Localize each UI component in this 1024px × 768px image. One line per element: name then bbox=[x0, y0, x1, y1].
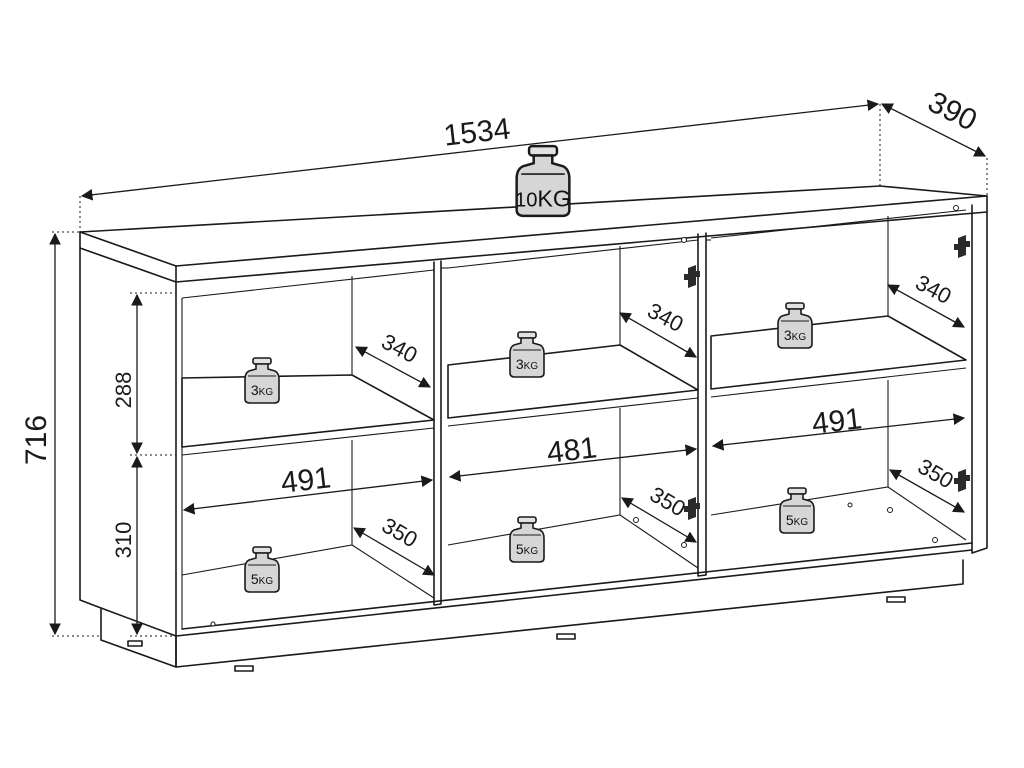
dim-line-width-middle bbox=[448, 444, 698, 482]
label-lower-height: 310 bbox=[111, 522, 136, 559]
dim-line-width-left bbox=[182, 475, 434, 515]
label-depth: 390 bbox=[923, 85, 983, 137]
left-side-panel bbox=[79, 247, 177, 668]
weight-icon-lower-middle: 5KG bbox=[509, 516, 545, 563]
right-side-panel bbox=[971, 204, 988, 554]
dim-line-upper-depth-middle bbox=[618, 312, 698, 358]
svg-text:3KG: 3KG bbox=[784, 327, 806, 343]
foot bbox=[127, 640, 143, 647]
weight-icon-upper-middle: 3KG bbox=[509, 331, 545, 378]
dim-line-upper-depth-left bbox=[354, 346, 432, 388]
foot bbox=[234, 665, 254, 672]
weight-unit: KG bbox=[537, 186, 571, 212]
divider-right bbox=[697, 232, 707, 577]
weight-value: 10 bbox=[515, 190, 537, 212]
svg-text:3KG: 3KG bbox=[516, 356, 538, 372]
svg-text:10KG: 10KG bbox=[515, 186, 571, 212]
shelf-upper-right bbox=[710, 315, 967, 390]
label-upper-height: 288 bbox=[111, 372, 136, 409]
svg-text:5KG: 5KG bbox=[786, 512, 808, 528]
label-width-left: 491 bbox=[279, 461, 332, 499]
hinge-icon bbox=[681, 237, 700, 288]
dim-line-lower-depth-right bbox=[888, 469, 966, 513]
svg-text:5KG: 5KG bbox=[516, 541, 538, 557]
dim-line-width bbox=[80, 99, 880, 201]
foot bbox=[886, 596, 906, 603]
dim-line-lower-depth-left bbox=[352, 527, 436, 576]
dim-line-depth bbox=[880, 103, 987, 157]
label-width-right: 491 bbox=[810, 402, 863, 440]
svg-text:5KG: 5KG bbox=[251, 571, 273, 587]
dim-line-lower-depth-middle bbox=[620, 497, 698, 543]
foot bbox=[556, 633, 576, 640]
plinth bbox=[175, 559, 964, 668]
label-total-width: 1534 bbox=[442, 112, 512, 152]
weight-icon-upper-right: 3KG bbox=[777, 302, 813, 349]
weight-icon-upper-left: 3KG bbox=[244, 357, 280, 404]
weight-icon-top: 10KG bbox=[515, 144, 571, 218]
weight-icon-lower-right: 5KG bbox=[779, 487, 815, 534]
cabinet bbox=[79, 185, 988, 672]
dimension-lines bbox=[49, 99, 988, 637]
divider-left bbox=[433, 260, 442, 606]
shelf-upper-left bbox=[181, 374, 435, 448]
label-width-middle: 481 bbox=[545, 431, 598, 469]
label-total-height: 716 bbox=[20, 415, 53, 465]
shelf-upper-middle bbox=[447, 344, 699, 419]
svg-text:3KG: 3KG bbox=[251, 382, 273, 398]
label-upper-depth-right: 340 bbox=[911, 270, 955, 309]
dim-line-width-right bbox=[711, 413, 966, 451]
dim-line-upper-depth-right bbox=[886, 284, 966, 328]
weight-icon-lower-left: 5KG bbox=[244, 546, 280, 593]
hinge-icon bbox=[953, 205, 970, 258]
